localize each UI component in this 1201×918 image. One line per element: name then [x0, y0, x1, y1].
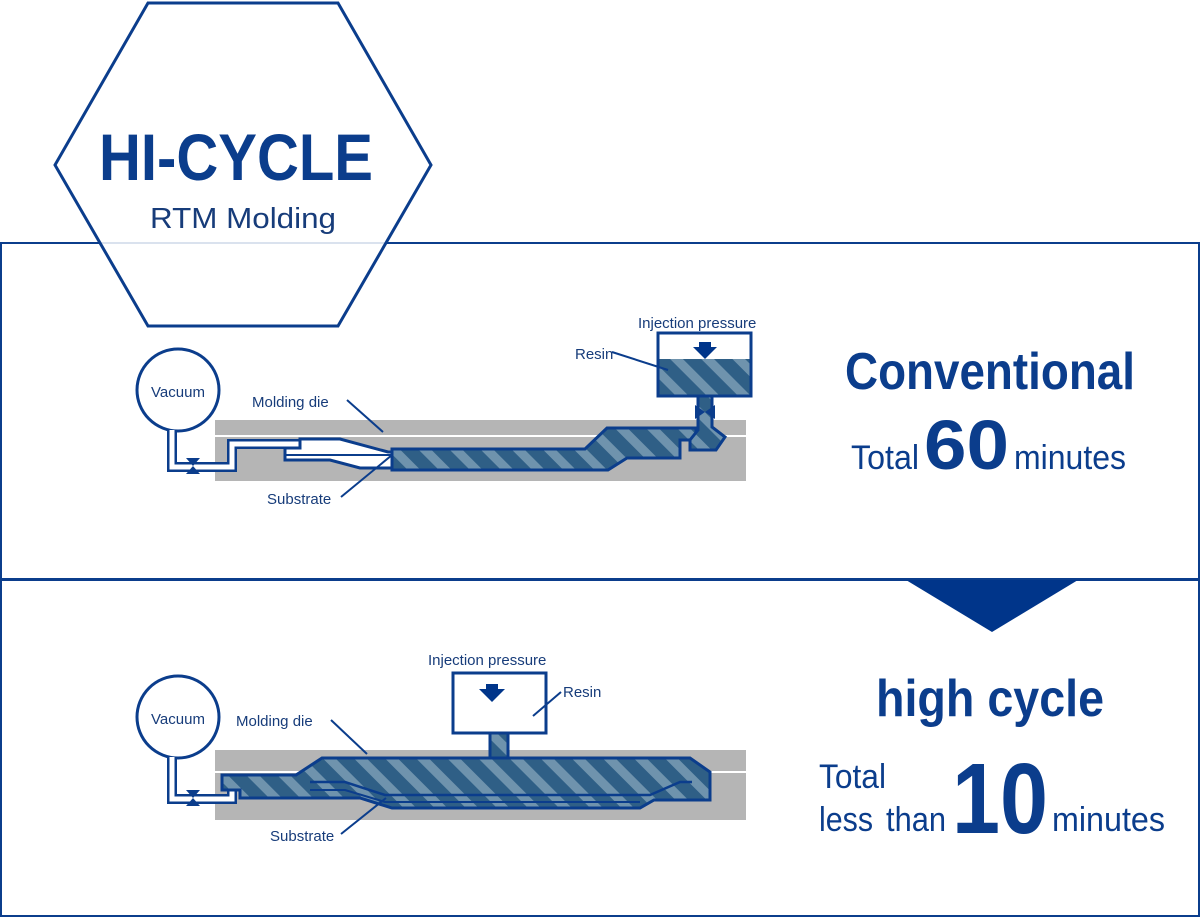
hi-cycle-badge: HI-CYCLE RTM Molding	[53, 1, 433, 328]
leader-line	[330, 719, 368, 755]
leader-line	[611, 351, 669, 371]
total-prefix-line2b: than	[886, 801, 946, 839]
total-prefix-line2a: less	[819, 801, 873, 839]
leader-line	[346, 399, 384, 433]
down-arrow-icon	[479, 689, 505, 702]
leader-line	[532, 691, 562, 717]
valve-icon	[695, 405, 705, 419]
down-arrow-icon	[693, 347, 717, 359]
injection-pressure-label: Injection pressure	[428, 652, 546, 669]
vacuum-gauge	[135, 674, 221, 760]
injection-pressure-label: Injection pressure	[638, 315, 756, 332]
badge-title: HI-CYCLE	[99, 120, 373, 194]
badge-subtitle: RTM Molding	[150, 203, 336, 235]
total-value: 60	[924, 406, 1009, 484]
total-prefix-line1: Total	[819, 758, 886, 796]
substrate	[310, 780, 692, 797]
vacuum-label: Vacuum	[151, 711, 205, 728]
total-prefix: Total	[851, 439, 919, 477]
conventional-diagram: Vacuum Molding die Substrate Resin Injec…	[135, 315, 1135, 508]
feed-tube	[488, 731, 510, 760]
molding-die-label: Molding die	[252, 394, 329, 411]
leader-line	[340, 797, 387, 835]
substrate-label: Substrate	[270, 828, 334, 845]
resin-label: Resin	[575, 346, 613, 363]
resin-label: Resin	[563, 684, 601, 701]
empty-cavity	[283, 437, 397, 470]
total-unit: minutes	[1014, 439, 1126, 477]
leader-line	[340, 454, 393, 498]
high-cycle-diagram: Vacuum Injection pressure Resin Molding …	[135, 652, 1165, 855]
method-title: Conventional	[845, 343, 1135, 401]
substrate-label: Substrate	[267, 491, 331, 508]
vacuum-label: Vacuum	[151, 384, 205, 401]
valve-icon	[186, 458, 200, 466]
valve-icon	[186, 790, 200, 798]
vacuum-gauge	[135, 347, 221, 433]
resin-tank	[451, 671, 548, 735]
down-arrow-icon	[906, 580, 1078, 632]
total-unit: minutes	[1052, 801, 1165, 839]
resin-filled-cavity	[390, 426, 698, 472]
total-value: 10	[952, 743, 1048, 855]
method-title: high cycle	[876, 670, 1104, 728]
molding-die-label: Molding die	[236, 713, 313, 730]
